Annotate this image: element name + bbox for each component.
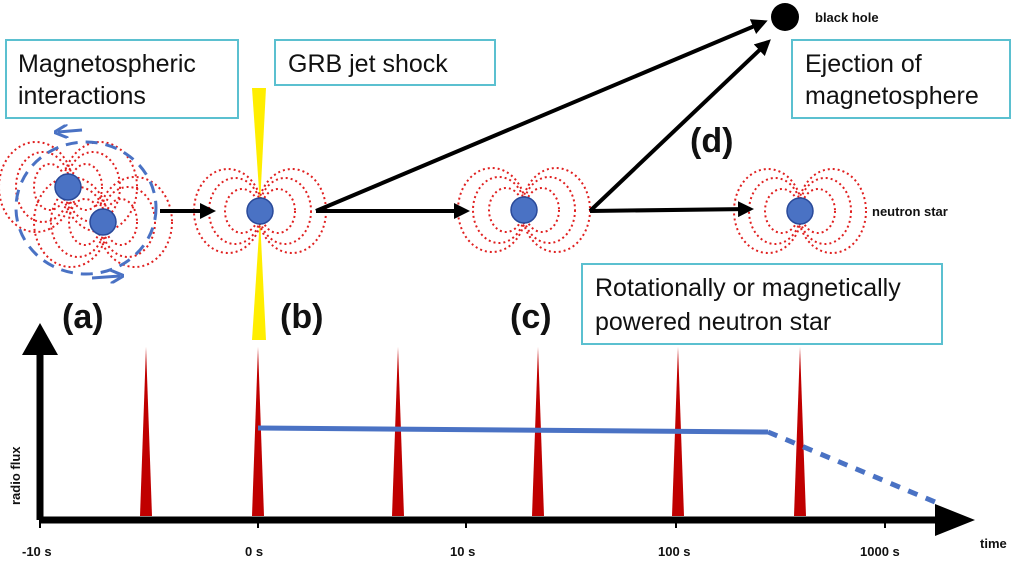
y-axis-arrowhead [22,323,58,355]
rotational-label-1: Rotationally or magnetically [595,274,901,302]
box-rotational: Rotationally or magnetically powered neu… [581,263,943,345]
tick-label-2: 10 s [450,544,475,559]
neutron-star-b [246,197,274,225]
box-magnetospheric: Magnetospheric interactions [5,39,239,119]
magnetospheric-label-2: interactions [18,82,146,110]
tick-label-4: 1000 s [860,544,900,559]
black-hole-icon [771,3,799,31]
radio-spike-2 [252,347,264,516]
black-hole-label: black hole [815,10,879,25]
box-ejection: Ejection of magnetosphere [791,39,1011,119]
ejection-label-2: magnetosphere [805,82,979,110]
binary-neutron-stars [0,130,173,278]
x-axis-label: time [980,536,1007,551]
neutron-star-c-group [457,167,591,253]
box-grb: GRB jet shock [274,39,496,86]
neutron-star-final [786,197,814,225]
ejection-label-1: Ejection of [805,50,922,78]
y-axis-label: radio flux [8,446,23,505]
panel-c-label: (c) [510,298,552,336]
x-axis-arrowhead [935,504,975,536]
orbit-arrow-bottom [91,276,120,278]
panel-d-label: (d) [690,122,733,160]
grb-jet-bottom [252,218,266,340]
plateau-line [257,425,769,435]
decay-line [767,429,936,505]
orbit-path [14,140,158,276]
arrows [160,19,771,219]
neutron-star-c [510,196,538,224]
panel-b-label: (b) [280,298,323,336]
rotational-label-2: powered neutron star [595,308,831,336]
arrow-c-to-black-hole [588,39,771,213]
orbit-arrow-top [58,130,83,132]
arrow-b-to-black-hole [315,19,768,213]
radio-spike-1 [140,347,152,516]
tick-label-3: 100 s [658,544,691,559]
tick-label-1: 0 s [245,544,263,559]
neutron-star-final-group [733,168,867,254]
tick-label-0: -10 s [22,544,52,559]
arrow-c-to-neutron-star [589,201,754,218]
neutron-star-label: neutron star [872,204,948,219]
grb-label: GRB jet shock [288,50,448,78]
grb-jet-top [252,88,266,205]
time-axis [22,323,975,536]
neutron-star-a2 [89,208,117,236]
neutron-star-a1 [54,173,82,201]
magnetospheric-label-1: Magnetospheric [18,50,196,78]
panel-a-label: (a) [62,298,104,336]
radio-spike-6 [794,347,806,516]
